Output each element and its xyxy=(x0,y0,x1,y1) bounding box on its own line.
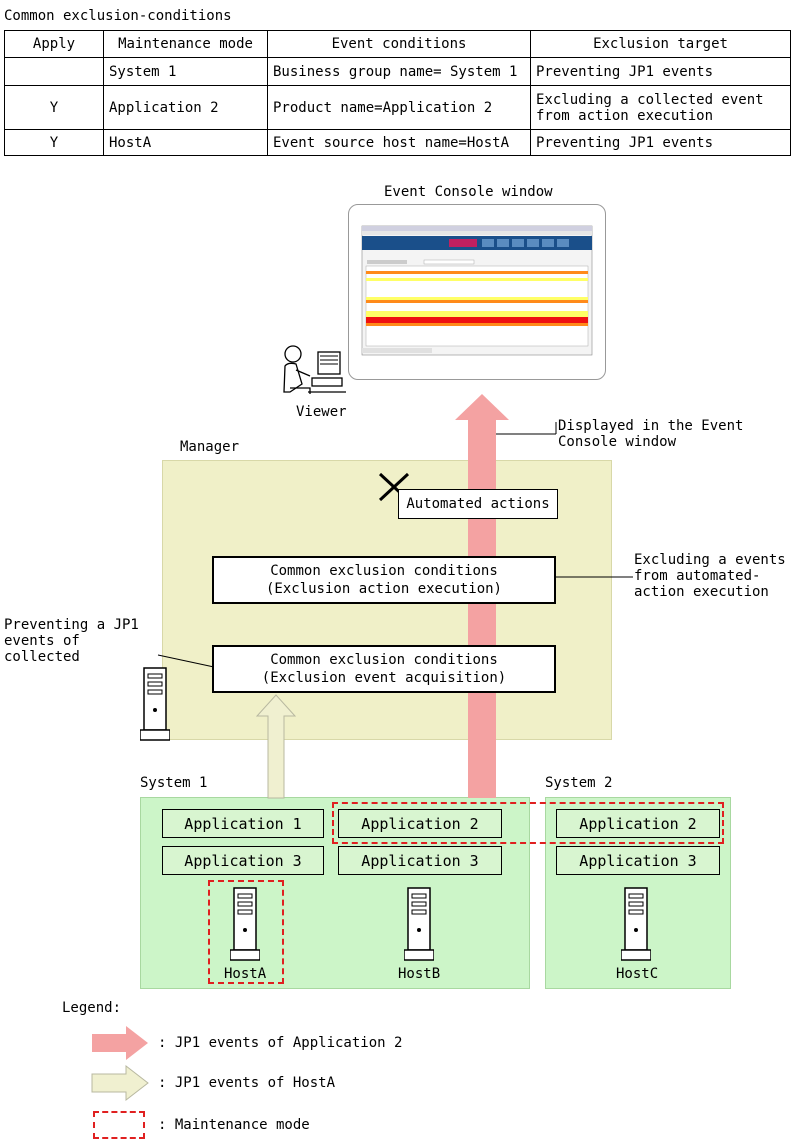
automated-actions-box: Automated actions xyxy=(398,489,558,519)
preventing-note: Preventing a JP1 events of collected xyxy=(4,617,139,665)
legend-dashed-label: : Maintenance mode xyxy=(158,1117,310,1133)
preventing-note-line: events of xyxy=(4,633,80,649)
console-row-highlight xyxy=(366,278,588,281)
legend-yellow-label: : JP1 events of HostA xyxy=(158,1075,336,1091)
displayed-note-line: Displayed in the Event xyxy=(558,418,744,434)
app-label: Application 1 xyxy=(184,814,302,833)
exclusion-action-box: Common exclusion conditions (Exclusion a… xyxy=(212,556,556,604)
hosta-label: HostA xyxy=(224,966,267,982)
hostb-label: HostB xyxy=(398,966,441,982)
maintenance-app2-box xyxy=(332,802,724,844)
console-toolbar-button xyxy=(542,239,554,247)
table-caption: Common exclusion-conditions xyxy=(4,8,232,24)
cell-apply: Y xyxy=(4,85,104,130)
automated-actions-label: Automated actions xyxy=(406,496,550,512)
hostb-app3: Application 3 xyxy=(338,846,502,875)
cell-apply: Y xyxy=(4,129,104,156)
console-banner-logo xyxy=(449,239,477,247)
legend-yellow-arrow xyxy=(91,1064,149,1102)
system2-label: System 2 xyxy=(545,775,613,791)
console-row-highlight xyxy=(366,271,588,274)
console-screen xyxy=(361,225,593,356)
system1-app3: Application 3 xyxy=(162,846,324,875)
system2-app3: Application 3 xyxy=(556,846,720,875)
cell-target-line: from action execution xyxy=(536,107,714,124)
app-label: Application 2 xyxy=(361,814,479,833)
viewer-person-icon xyxy=(283,345,346,394)
console-toolbar-button xyxy=(557,239,569,247)
console-row-highlight xyxy=(366,323,588,326)
console-titlebar xyxy=(362,226,592,231)
console-toolbar-button xyxy=(497,239,509,247)
manager-label: Manager xyxy=(180,439,240,455)
hostb-server-icon xyxy=(404,887,434,961)
cell-condition: Business group name= System 1 xyxy=(267,57,531,86)
header-apply: Apply xyxy=(4,30,104,58)
console-toolbar-button xyxy=(527,239,539,247)
preventing-note-line: Preventing a JP1 xyxy=(4,617,139,633)
console-filter-button xyxy=(367,260,407,264)
event-console-monitor xyxy=(348,204,606,380)
app-label: Application 3 xyxy=(579,851,697,870)
console-menubar xyxy=(362,231,592,235)
displayed-note-line: Console window xyxy=(558,434,677,450)
header-exclusion-target: Exclusion target xyxy=(530,30,791,58)
cell-target: Excluding a collected event from action … xyxy=(530,85,791,130)
exclusion-conditions-table: Apply Maintenance mode Event conditions … xyxy=(4,30,791,156)
system2-app2: Application 2 xyxy=(556,809,720,838)
console-row-highlight xyxy=(366,317,588,323)
header-maintenance-mode: Maintenance mode xyxy=(103,30,268,58)
cell-mode: Application 2 xyxy=(103,85,268,130)
hosta-arrow xyxy=(255,694,297,799)
exclusion-acquisition-line: Common exclusion conditions xyxy=(270,652,498,668)
console-row-highlight xyxy=(366,300,588,303)
preventing-note-leader xyxy=(157,654,215,668)
x-mark-stroke xyxy=(378,472,410,502)
viewer-label: Viewer xyxy=(296,404,347,420)
cell-target: Preventing JP1 events xyxy=(530,57,791,86)
event-console-title: Event Console window xyxy=(384,184,553,200)
app-label: Application 3 xyxy=(361,851,479,870)
console-tabs xyxy=(362,348,432,353)
system1-app1: Application 1 xyxy=(162,809,324,838)
cell-target: Preventing JP1 events xyxy=(530,129,791,156)
excluding-note-line: Excluding a events xyxy=(634,552,786,568)
console-row-highlight xyxy=(366,314,588,317)
console-toolbar-button xyxy=(482,239,494,247)
table-row: Y HostA Event source host name=HostA Pre… xyxy=(4,129,791,156)
displayed-note: Displayed in the Event Console window xyxy=(558,418,743,450)
legend-title: Legend: xyxy=(62,1000,122,1016)
hosta-server-icon xyxy=(230,887,260,961)
legend-red-arrow xyxy=(92,1026,148,1060)
excluding-note-line: from automated- xyxy=(634,568,761,584)
table-row: Y Application 2 Product name=Application… xyxy=(4,85,791,130)
exclusion-acquisition-box: Common exclusion conditions (Exclusion e… xyxy=(212,645,556,693)
manager-server-icon xyxy=(140,667,170,741)
exclusion-action-line: Common exclusion conditions xyxy=(270,563,498,579)
exclusion-action-line: (Exclusion action execution) xyxy=(265,581,502,597)
table-row: System 1 Business group name= System 1 P… xyxy=(4,57,791,86)
cell-mode: HostA xyxy=(103,129,268,156)
hostc-server-icon xyxy=(621,887,651,961)
legend-red-label: : JP1 events of Application 2 xyxy=(158,1035,403,1051)
console-event-rows xyxy=(366,271,588,326)
app-label: Application 2 xyxy=(579,814,697,833)
console-toolbar-button xyxy=(512,239,524,247)
legend-dashed-box xyxy=(93,1111,145,1139)
exclusion-acquisition-line: (Exclusion event acquisition) xyxy=(261,670,507,686)
console-row-highlight xyxy=(366,311,588,314)
console-filter-select xyxy=(423,259,475,265)
hostb-app2: Application 2 xyxy=(338,809,502,838)
excluding-note-line: action execution xyxy=(634,584,769,600)
system1-label: System 1 xyxy=(140,775,208,791)
console-row-highlight xyxy=(366,297,588,300)
app-label: Application 3 xyxy=(184,851,302,870)
maintenance-hosta-box xyxy=(208,880,284,984)
header-event-conditions: Event conditions xyxy=(267,30,531,58)
cell-target-line: Excluding a collected event xyxy=(536,91,764,108)
hostc-label: HostC xyxy=(616,966,659,982)
excluding-note: Excluding a events from automated- actio… xyxy=(634,552,786,600)
preventing-note-line: collected xyxy=(4,649,80,665)
